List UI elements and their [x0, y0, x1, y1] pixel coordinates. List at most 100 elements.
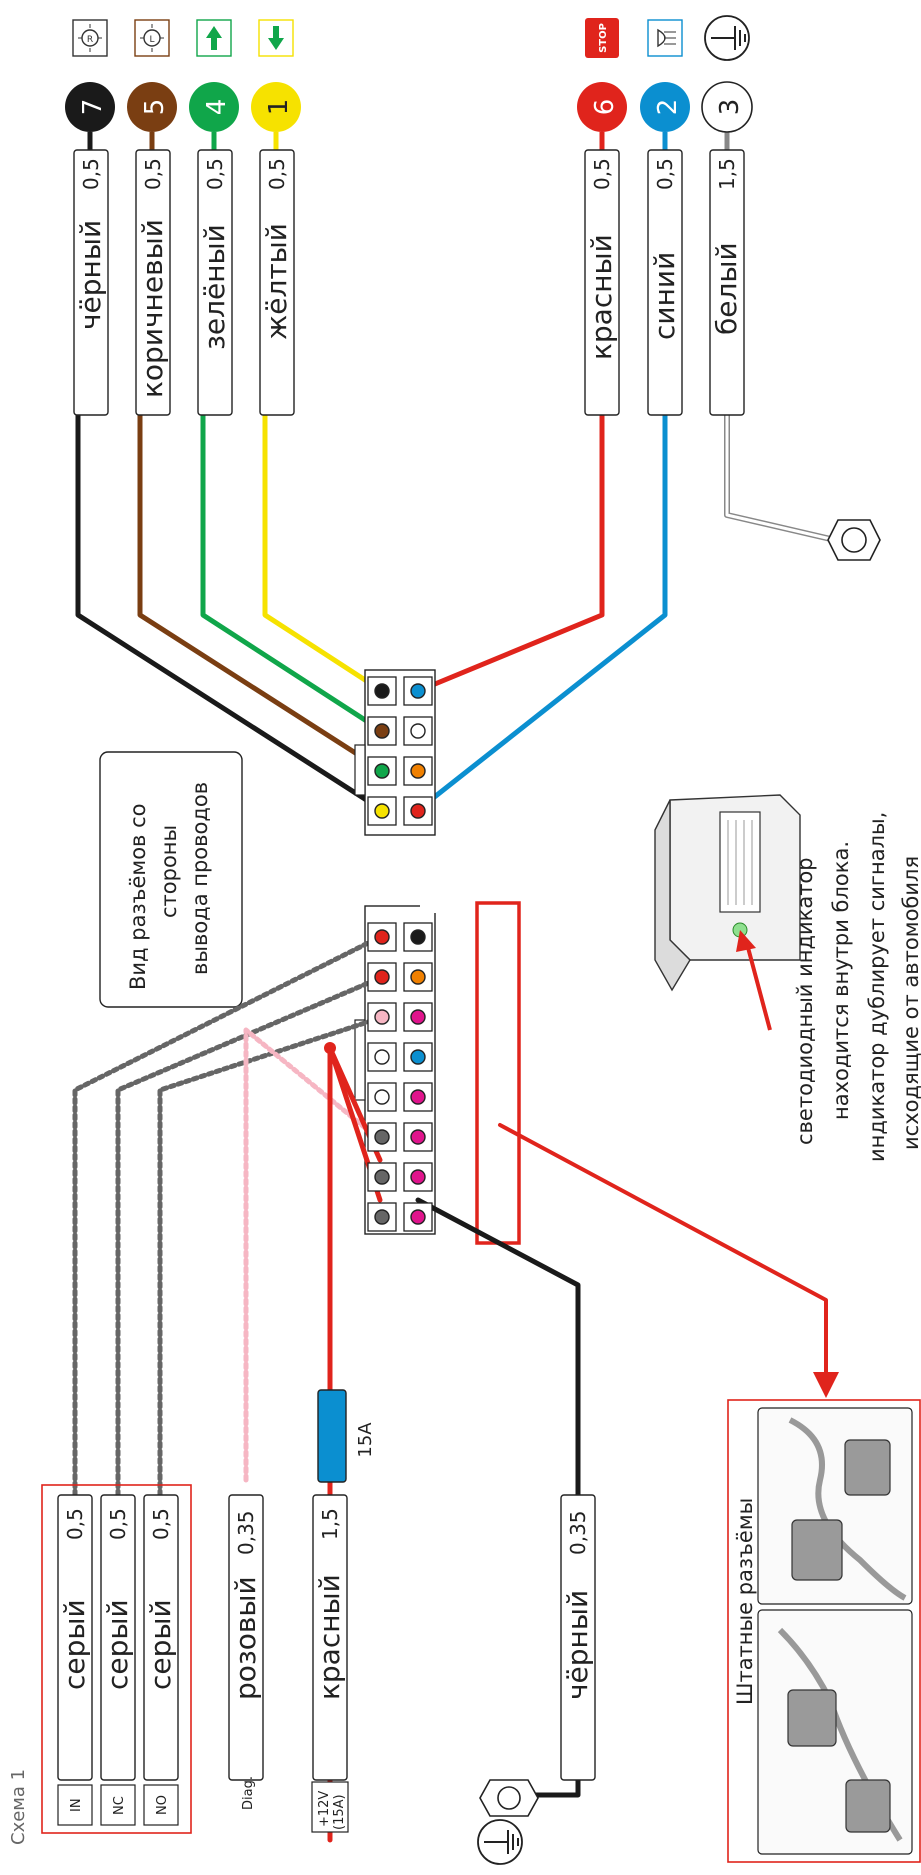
- pin-number: 1: [264, 99, 294, 116]
- pin-number: 3: [715, 99, 745, 116]
- view-note-line: стороны: [157, 825, 181, 918]
- tag-size: 0,5: [203, 158, 227, 190]
- tag-wire-white-top: белый 1,5: [709, 149, 745, 416]
- highlight-frame: [475, 901, 521, 1245]
- view-note: Вид разъёмов со стороны вывода проводов: [99, 751, 243, 1008]
- led-note: светодиодный индикатор находится внутри …: [793, 812, 921, 1162]
- connector-16pin-cavity: [403, 922, 433, 952]
- connector-16pin-cavity: [367, 1002, 397, 1032]
- svg-text:L: L: [149, 35, 154, 45]
- tag-label: серый: [144, 1599, 177, 1690]
- tag-wire-gray-no: серый 0,5: [143, 1494, 179, 1781]
- tag-size: 0,5: [149, 1508, 173, 1540]
- connector-16pin-cavity: [403, 1122, 433, 1152]
- view-note-line: вывода проводов: [188, 782, 212, 975]
- control-unit-image: [654, 794, 801, 1031]
- tag-size: 0,35: [566, 1510, 590, 1555]
- pin-number: 6: [590, 99, 620, 116]
- wire-green-top: [200, 347, 385, 734]
- connector-8pin-cavity: [403, 796, 433, 826]
- connector-8pin-cavity: [403, 756, 433, 786]
- pin-circle-7: 7: [65, 82, 115, 132]
- stop-label: STOP: [598, 23, 609, 53]
- pin-circle-5: 5: [127, 82, 177, 132]
- tag-size: 0,5: [63, 1508, 87, 1540]
- tag-size: 0,5: [141, 158, 165, 190]
- headlight-icon: [647, 19, 683, 57]
- connector-8pin-cavity: [367, 676, 397, 706]
- led-note-line: светодиодный индикатор: [793, 857, 817, 1145]
- pin-number: 5: [140, 99, 170, 116]
- connector-16pin-cavity: [403, 1042, 433, 1072]
- tag-label: красный: [585, 234, 618, 360]
- tag-label: чёрный: [561, 1590, 594, 1700]
- pin-number: 4: [202, 99, 232, 116]
- tag-wire-brown-top: коричневый 0,5: [135, 149, 171, 416]
- wire-gray-nc: [115, 975, 383, 1698]
- connector-8pin-cavity: [367, 796, 397, 826]
- tag-label: красный: [313, 1574, 346, 1700]
- connector-8pin-cavity: [403, 676, 433, 706]
- tag-size: 1,5: [318, 1508, 342, 1540]
- ground-ring-terminal-bottom: [479, 1779, 539, 1817]
- tag-label: белый: [710, 242, 743, 335]
- tag-wire-green-top: зелёный 0,5: [197, 149, 233, 416]
- ground-icon-bottom: [477, 1819, 523, 1865]
- pin-label-in: IN: [69, 1798, 84, 1812]
- connector-8pin-cavity: [367, 716, 397, 746]
- connector-16pin-cavity: [403, 1202, 433, 1232]
- connector-16pin-cavity: [367, 1202, 397, 1232]
- tag-label: чёрный: [74, 220, 107, 330]
- connector-16pin-cavity: [403, 1002, 433, 1032]
- svg-text:R: R: [87, 35, 93, 45]
- pin-number: 7: [78, 99, 108, 116]
- pin-circle-2: 2: [640, 82, 690, 132]
- pin-label-no: NO: [155, 1795, 170, 1815]
- power-pin-line: (15A): [332, 1794, 347, 1830]
- wire-blue-top: [415, 347, 668, 813]
- standard-connectors-label: Штатные разъёмы: [733, 1498, 757, 1705]
- led-note-line: исходящие от автомобиля: [899, 856, 921, 1150]
- connector-16pin-cavity: [367, 1122, 397, 1152]
- tag-wire-pink: розовый 0,35: [228, 1494, 264, 1781]
- tag-size: 0,5: [265, 158, 289, 190]
- tag-label: синий: [648, 252, 681, 340]
- wire-gray-no: [157, 1015, 383, 1698]
- tag-wire-red-top: красный 0,5: [584, 149, 620, 416]
- wire-black-ground: [415, 1197, 581, 1798]
- tag-label: коричневый: [136, 219, 169, 398]
- tag-label: жёлтый: [260, 223, 293, 340]
- connector-16pin-cavity: [367, 1042, 397, 1072]
- pin-circle-3: 3: [701, 81, 753, 133]
- arrow-down-icon: [258, 19, 294, 57]
- left-turn-icon: L: [134, 19, 170, 57]
- fuse: 15A: [317, 1389, 376, 1483]
- led-note-line: находится внутри блока.: [829, 841, 853, 1120]
- wire-red-top: [415, 347, 605, 694]
- tag-wire-black-top: чёрный 0,5: [73, 149, 109, 416]
- relay-pin-labels: IN NC NO: [57, 1784, 179, 1826]
- tag-size: 0,5: [653, 158, 677, 190]
- tag-size: 1,5: [715, 158, 739, 190]
- power-pin-line: +12V: [317, 1791, 332, 1827]
- tag-wire-black-ground: чёрный 0,35: [560, 1494, 596, 1781]
- view-note-line: Вид разъёмов со: [126, 803, 150, 990]
- tag-size: 0,5: [590, 158, 614, 190]
- connector-16pin-cavity: [367, 1162, 397, 1192]
- pin-label-nc: NC: [112, 1796, 127, 1815]
- ground-ring-terminal-top: [827, 519, 881, 561]
- wire-red-to-standard: [498, 1123, 828, 1380]
- wire-gray-in: [72, 934, 383, 1698]
- arrow-up-icon: [196, 19, 232, 57]
- tag-wire-gray-nc: серый 0,5: [100, 1494, 136, 1781]
- standard-connectors-panel: Штатные разъёмы: [727, 1399, 921, 1863]
- tag-wire-blue-top: синий 0,5: [647, 149, 683, 416]
- pin-circle-1: 1: [251, 82, 301, 132]
- connector-8pin-cavity: [403, 716, 433, 746]
- connector-16pin-cavity: [403, 1162, 433, 1192]
- tag-label: серый: [58, 1599, 91, 1690]
- arrow-to-standard: [813, 1372, 839, 1398]
- tag-wire-yellow-top: жёлтый 0,5: [259, 149, 295, 416]
- connector-16pin-cavity: [367, 1082, 397, 1112]
